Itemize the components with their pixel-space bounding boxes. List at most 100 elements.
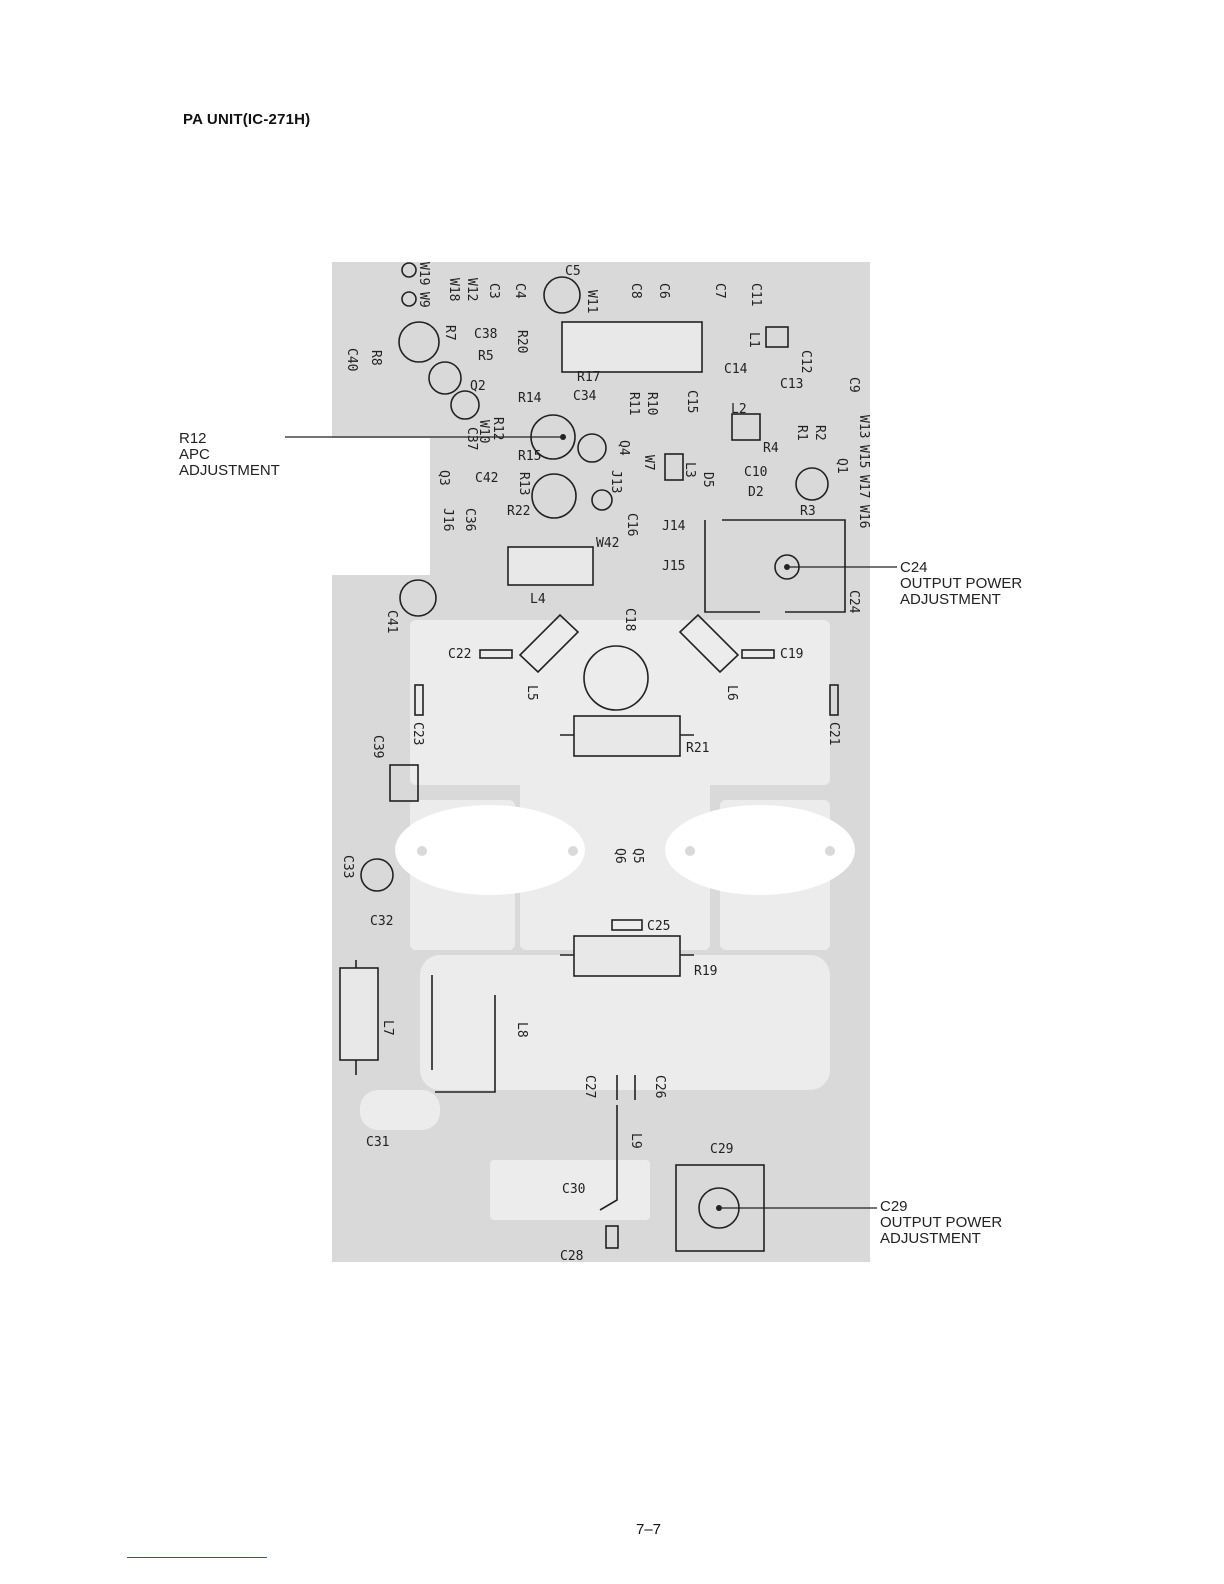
page-title: PA UNIT(IC-271H) <box>183 111 311 128</box>
c24-callout-ref: C24 <box>900 559 928 576</box>
r12-callout-ref: R12 <box>179 430 207 447</box>
label-c30: C30 <box>562 1182 585 1197</box>
label-c15: C15 <box>684 390 699 413</box>
label-w19: W19 <box>416 262 431 285</box>
label-c29: C29 <box>710 1142 733 1157</box>
l7-body <box>339 967 379 1061</box>
label-d2: D2 <box>748 485 764 500</box>
c41-body <box>399 579 437 617</box>
label-r20: R20 <box>514 330 529 353</box>
label-r21: R21 <box>686 741 709 756</box>
label-c38: C38 <box>474 327 497 342</box>
label-c11: C11 <box>748 283 763 306</box>
label-r14: R14 <box>518 391 542 406</box>
label-c27: C27 <box>582 1075 597 1098</box>
r12-callout-line2: ADJUSTMENT <box>179 462 280 479</box>
label-c13: C13 <box>780 377 803 392</box>
label-c25: C25 <box>647 919 670 934</box>
label-r22: R22 <box>507 504 530 519</box>
label-r11: R11 <box>626 392 641 415</box>
label-q5: Q5 <box>630 848 645 864</box>
label-l9: L9 <box>628 1133 643 1149</box>
q6-body <box>665 805 855 895</box>
label-c4: C4 <box>512 283 527 299</box>
label-r15: R15 <box>518 449 541 464</box>
label-c26: C26 <box>652 1075 667 1098</box>
label-c22: C22 <box>448 647 471 662</box>
r21-body <box>573 715 681 757</box>
label-c12: C12 <box>798 350 813 373</box>
label-r4: R4 <box>763 441 779 456</box>
label-c28: C28 <box>560 1249 583 1264</box>
label-l6: L6 <box>724 685 739 701</box>
label-r8: R8 <box>368 350 383 366</box>
c5-body <box>543 276 581 314</box>
label-w17: W17 <box>856 475 871 498</box>
label-c8: C8 <box>628 283 643 299</box>
label-c14: C14 <box>724 362 748 377</box>
label-l2: L2 <box>731 402 747 417</box>
label-c23: C23 <box>410 722 425 745</box>
label-c37: C37 <box>464 427 479 450</box>
c29-callout: C29 OUTPUT POWER ADJUSTMENT <box>880 1199 1002 1247</box>
r12-callout-line1: APC <box>179 446 210 463</box>
label-r3: R3 <box>800 504 816 519</box>
label-c3: C3 <box>486 283 501 299</box>
label-c33: C33 <box>340 855 355 878</box>
c29-callout-ref: C29 <box>880 1198 908 1215</box>
label-q1: Q1 <box>834 458 849 474</box>
label-c39: C39 <box>370 735 385 758</box>
l4-body <box>507 546 594 586</box>
label-c36: C36 <box>462 508 477 531</box>
label-c18: C18 <box>622 608 637 631</box>
label-l4: L4 <box>530 592 546 607</box>
c29-callout-line2: ADJUSTMENT <box>880 1230 981 1247</box>
label-c19: C19 <box>780 647 803 662</box>
label-l8: L8 <box>514 1022 529 1038</box>
label-d5: D5 <box>700 472 715 488</box>
label-l7: L7 <box>380 1020 395 1036</box>
r20-body <box>561 321 703 373</box>
label-r19: R19 <box>694 964 717 979</box>
c29-callout-line1: OUTPUT POWER <box>880 1214 1003 1231</box>
label-j14: J14 <box>662 519 686 534</box>
label-w16: W16 <box>856 505 871 528</box>
label-j13: J13 <box>608 470 623 493</box>
label-q6: Q6 <box>612 848 627 864</box>
label-l5: L5 <box>524 685 539 701</box>
label-r5: R5 <box>478 349 494 364</box>
label-w10: W10 <box>476 420 491 443</box>
label-w11: W11 <box>584 290 599 313</box>
label-w13: W13 <box>856 415 871 438</box>
label-q4: Q4 <box>616 440 631 456</box>
label-c40: C40 <box>344 348 359 371</box>
label-w42: W42 <box>596 536 619 551</box>
label-c41: C41 <box>384 610 399 633</box>
label-q3: Q3 <box>436 470 451 486</box>
label-c10: C10 <box>744 465 767 480</box>
label-l3: L3 <box>682 462 697 478</box>
label-c5: C5 <box>565 264 581 279</box>
label-c31: C31 <box>366 1135 389 1150</box>
c24-callout: C24 OUTPUT POWER ADJUSTMENT <box>900 560 1022 608</box>
label-q2: Q2 <box>470 379 486 394</box>
label-c34: C34 <box>573 389 597 404</box>
footer-rule <box>127 1557 267 1558</box>
label-r2: R2 <box>812 425 827 441</box>
label-r17: R17 <box>577 370 600 385</box>
label-j16: J16 <box>440 508 455 531</box>
r12-callout: R12 APC ADJUSTMENT <box>179 431 280 479</box>
r19-body <box>573 935 681 977</box>
label-c6: C6 <box>656 283 671 299</box>
label-l1: L1 <box>746 332 761 348</box>
label-w9: W9 <box>416 292 431 308</box>
label-c9: C9 <box>846 377 861 393</box>
label-r1: R1 <box>794 425 809 441</box>
c24-callout-line2: ADJUSTMENT <box>900 591 1001 608</box>
page-number: 7–7 <box>636 1521 662 1538</box>
label-r10: R10 <box>644 392 659 415</box>
label-c24: C24 <box>846 590 861 614</box>
label-w7: W7 <box>641 455 656 471</box>
label-c7: C7 <box>712 283 727 299</box>
